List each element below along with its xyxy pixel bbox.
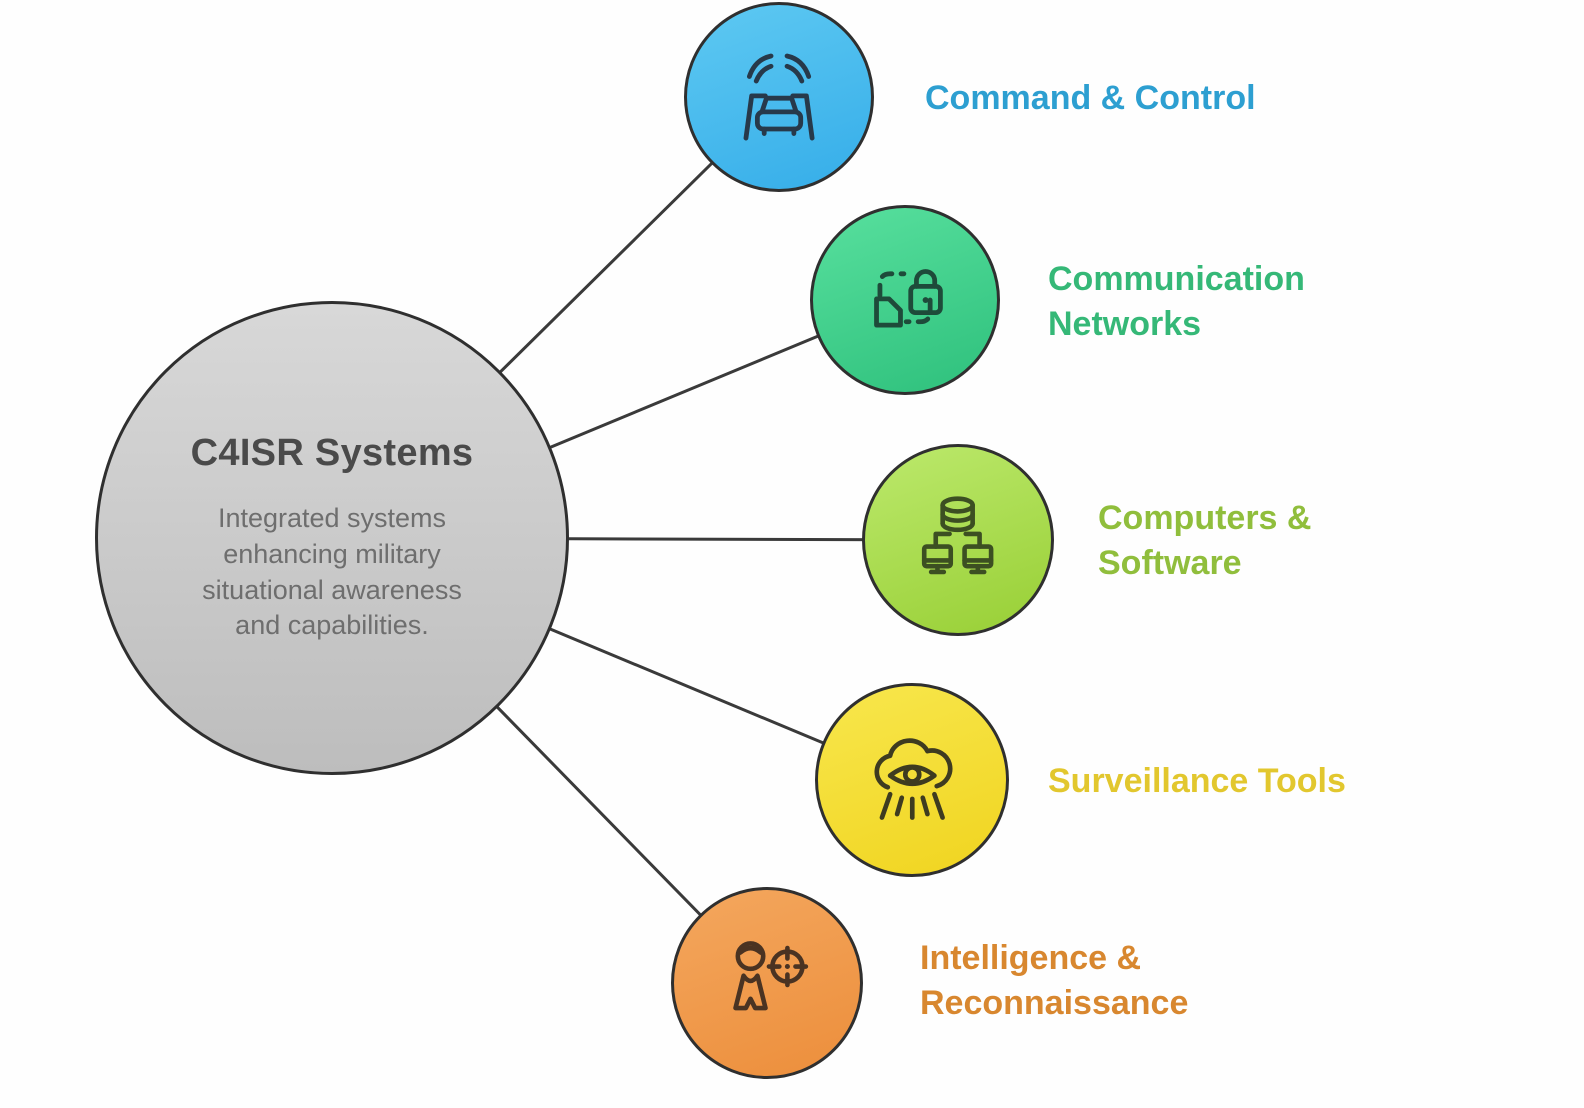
node-label-intelligence-reconnaissance: Intelligence & Reconnaissance (920, 939, 1189, 1022)
secure-data-transfer-icon (874, 269, 943, 328)
cloud-eye-surveillance-icon (874, 738, 953, 820)
command-control-circle (684, 2, 874, 192)
node-label-surveillance-tools: Surveillance Tools (1048, 762, 1346, 800)
intelligence-reconnaissance-circle (671, 887, 863, 1079)
node-label-communication-networks: Communication Networks (1048, 260, 1305, 343)
central-node: C4ISR Systems Integrated systems enhanci… (95, 301, 569, 775)
connected-car-icon (743, 53, 815, 141)
surveillance-tools-circle (815, 683, 1009, 877)
central-description: Integrated systems enhancing military si… (202, 502, 462, 641)
person-target-icon (733, 941, 809, 1011)
computers-software-circle (862, 444, 1054, 636)
communication-networks-circle (810, 205, 1000, 395)
node-label-computers-software: Computers & Software (1098, 499, 1312, 582)
node-label-command-control: Command & Control (925, 79, 1256, 117)
central-title: C4ISR Systems (190, 431, 474, 474)
database-computers-icon (922, 496, 994, 575)
